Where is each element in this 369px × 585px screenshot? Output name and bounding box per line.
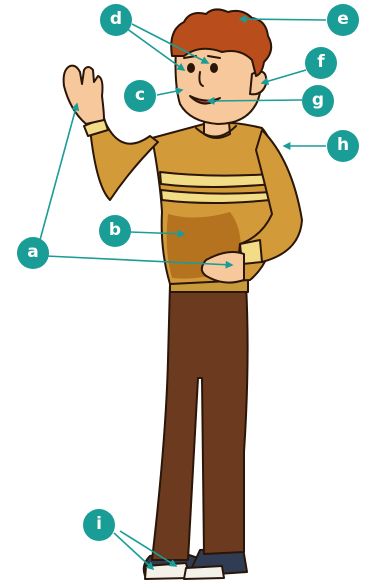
pointer-i-left bbox=[114, 533, 153, 569]
eye-left-illustration bbox=[188, 64, 194, 72]
pointer-g bbox=[208, 100, 302, 101]
label-i-badge: i bbox=[83, 509, 115, 541]
label-d-text: d bbox=[110, 9, 122, 29]
boy-illustration bbox=[64, 9, 302, 579]
label-e-text: e bbox=[337, 9, 349, 29]
label-c-text: c bbox=[135, 85, 145, 105]
label-g-badge: g bbox=[302, 85, 334, 117]
raised-arm-illustration bbox=[90, 124, 158, 200]
label-b-text: b bbox=[109, 220, 121, 240]
raised-hand-illustration bbox=[64, 66, 104, 124]
label-c-badge: c bbox=[124, 80, 156, 112]
pants-illustration bbox=[152, 284, 248, 560]
pointer-a-hand bbox=[40, 104, 77, 240]
label-f-text: f bbox=[317, 52, 325, 72]
pointer-e bbox=[240, 19, 326, 20]
label-g-text: g bbox=[312, 90, 324, 110]
label-a-text: a bbox=[27, 242, 38, 262]
label-h-text: h bbox=[337, 135, 349, 155]
label-b-badge: b bbox=[99, 215, 131, 247]
pointer-f bbox=[262, 70, 306, 83]
label-h-badge: h bbox=[327, 130, 359, 162]
label-f-badge: f bbox=[305, 47, 337, 79]
eye-right-illustration bbox=[211, 64, 217, 72]
label-i-text: i bbox=[96, 514, 102, 534]
label-d-badge: d bbox=[100, 4, 132, 36]
label-e-badge: e bbox=[327, 4, 359, 36]
label-a-badge: a bbox=[17, 237, 49, 269]
